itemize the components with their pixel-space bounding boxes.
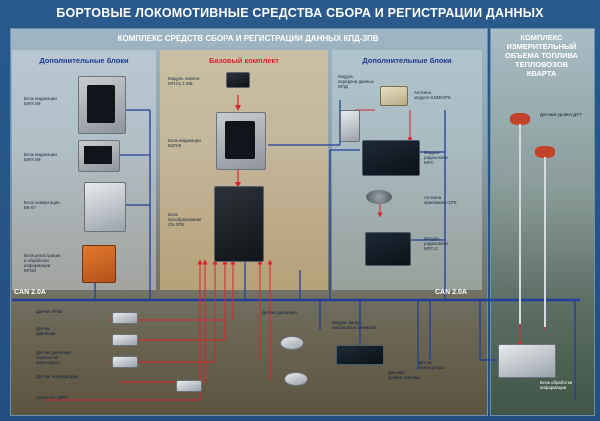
registration-block-device	[82, 245, 116, 283]
gps-antenna-device	[366, 190, 392, 204]
can-bus-label-right: CAN 2.0A	[435, 289, 467, 296]
device-screen	[225, 121, 255, 159]
sensor-device-6	[284, 372, 308, 386]
label-fuel-1: Датчики уровня ДУТ	[540, 112, 582, 117]
label-left-3: Блок коммутации БК-07	[24, 200, 60, 210]
label-sensor-4: Датчик температуры	[36, 374, 79, 379]
label-right-1: Модуль передачи данных МПД	[338, 74, 374, 89]
label-right-5: Модуль радиосвязи МРС-2	[424, 236, 448, 251]
device-screen	[87, 85, 115, 123]
fuel-sensor-rod-1	[519, 124, 521, 324]
section-title-base: Базовый комплект	[209, 56, 279, 65]
right-header-line: КОМПЛЕКС	[520, 33, 563, 42]
label-base-3: Блок преобразования СБ-3ПВ	[168, 212, 202, 227]
label-sensor-5: Сигналы с ДПС	[36, 395, 68, 400]
label-right-4: Антенна приемника GPS	[424, 195, 457, 205]
radio-module-device	[362, 140, 420, 176]
sensor-device-1	[112, 312, 138, 324]
fuel-sensor-head-2	[535, 146, 555, 158]
right-complex-header: КОМПЛЕКС ИЗМЕРИТЕЛЬНЫЙ ОБЪЕМА ТОПЛИВА ТЕ…	[490, 33, 593, 78]
label-right-2: Антенна модуля GSM/GPS	[414, 90, 451, 100]
label-sensor-9: Датчик температуры	[418, 360, 445, 370]
label-sensor-6: Датчик давления	[262, 310, 297, 315]
label-left-4: Блок регистрации и обработки информации …	[24, 253, 61, 273]
complex-header: КОМПЛЕКС СРЕДСТВ СБОРА И РЕГИСТРАЦИИ ДАН…	[117, 34, 379, 43]
memory-module-device	[226, 72, 250, 88]
display-block-device	[216, 112, 266, 170]
radio-module-2-device	[365, 232, 411, 266]
right-header-line: ОБЪЕМА ТОПЛИВА	[505, 51, 578, 60]
label-right-3: Модуль радиосвязи МРС	[424, 150, 448, 165]
label-sensor-7: Модуль ввода аналоговых сигналов	[332, 320, 376, 330]
analog-input-module-device	[336, 345, 384, 365]
fuel-sensor-rod-2	[544, 157, 546, 327]
label-left-1: Блок индикации БИЛ-2М	[24, 96, 57, 106]
sensor-device-5	[280, 336, 304, 350]
conversion-block-device	[214, 186, 264, 262]
label-sensor-1: Датчик АТКВ	[36, 309, 62, 314]
right-header-line: ИЗМЕРИТЕЛЬНЫЙ	[506, 42, 577, 51]
label-left-2: Блок индикации БИЛ-2М	[24, 152, 57, 162]
label-base-2: Блок индикации БИЛ-В	[168, 138, 201, 148]
section-title-left: Дополнительные блоки	[39, 56, 129, 65]
label-sensor-2: Датчик давления	[36, 326, 56, 336]
right-header-line: ТЕПЛОВОЗОВ	[515, 60, 568, 69]
label-sensor-3: Датчик давления тормозной магистрали	[36, 350, 71, 365]
data-transfer-module-device	[340, 110, 360, 142]
sensor-device-4	[176, 380, 202, 392]
label-sensor-8: Датчики уровня топлива	[388, 370, 420, 380]
fuel-sensor-head-1	[510, 113, 530, 125]
device-screen	[84, 146, 112, 164]
right-header-line: КВАРТА	[526, 69, 557, 78]
sensor-device-2	[112, 334, 138, 346]
label-fuel-2: Блок обработки информации	[540, 380, 573, 390]
commutation-block-device	[84, 182, 126, 232]
section-title-right: Дополнительные блоки	[362, 56, 452, 65]
sensor-device-3	[112, 356, 138, 368]
gsm-antenna-device	[380, 86, 408, 106]
can-bus-label-left: CAN 2.0A	[14, 289, 46, 296]
label-base-1: Модуль памяти МП-01 1 МБ	[168, 76, 200, 86]
indicator-unit-device-2	[78, 140, 120, 172]
page-title: БОРТОВЫЕ ЛОКОМОТИВНЫЕ СРЕДСТВА СБОРА И Р…	[56, 6, 544, 20]
indicator-unit-device	[78, 76, 126, 134]
fuel-processing-block-device	[498, 344, 556, 378]
